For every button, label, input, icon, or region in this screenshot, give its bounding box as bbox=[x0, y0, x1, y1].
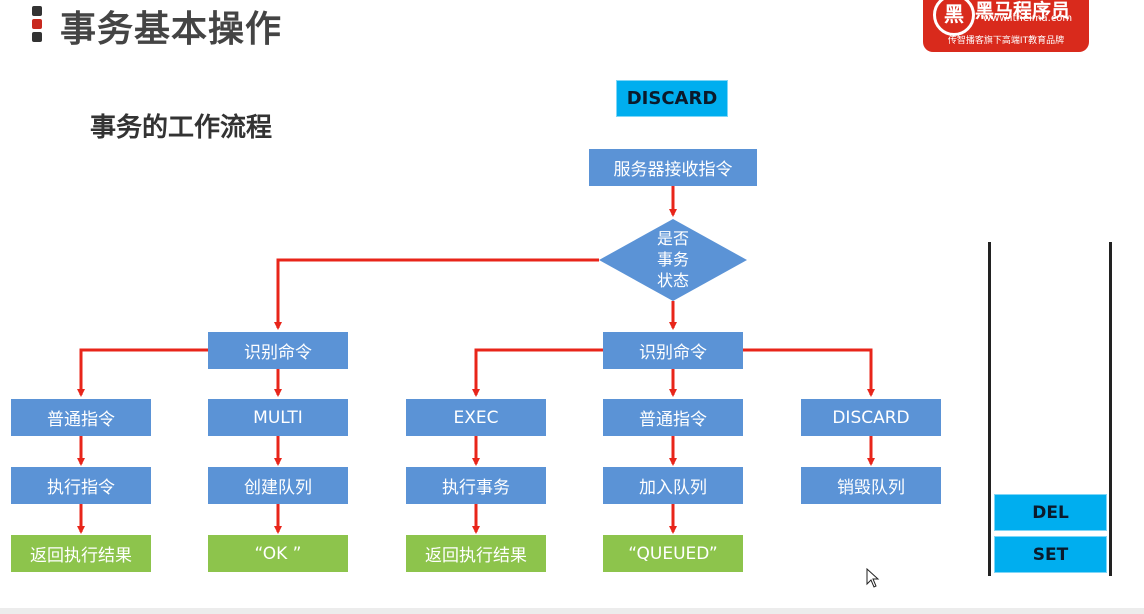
create-queue-node: 创建队列 bbox=[208, 467, 348, 504]
stack-left-wall bbox=[988, 242, 991, 576]
execute-cmd-node: 执行指令 bbox=[11, 467, 151, 504]
brand-logo: 黑 黑马程序员 www.itheima.com 传智播客旗下高端IT教育品牌 bbox=[923, 0, 1089, 52]
logo-tagline: 传智播客旗下高端IT教育品牌 bbox=[947, 36, 1065, 46]
server-receive-node: 服务器接收指令 bbox=[589, 149, 757, 186]
title-bullet-middle bbox=[32, 19, 42, 29]
left-identify-node: 识别命令 bbox=[208, 332, 348, 369]
page-title: 事务基本操作 bbox=[60, 9, 283, 50]
section-subtitle: 事务的工作流程 bbox=[90, 113, 273, 143]
arrow-left-identify-to-normal bbox=[77, 348, 208, 397]
decision-label: 是否 事务 状态 bbox=[628, 228, 718, 291]
arrow-right-identify-to-discard bbox=[743, 348, 875, 397]
arrow-decision-to-left-identify bbox=[274, 258, 599, 330]
arrow-right-identify-to-exec bbox=[472, 348, 603, 397]
exec-cmd-node: EXEC bbox=[406, 399, 546, 436]
decision-line-3: 状态 bbox=[656, 271, 689, 290]
queued-result-node: “QUEUED” bbox=[603, 535, 743, 572]
execute-transaction-node: 执行事务 bbox=[406, 467, 546, 504]
decision-diamond bbox=[599, 219, 747, 301]
slide-bottom-edge bbox=[0, 608, 1144, 614]
decision-line-1: 是否 bbox=[656, 229, 689, 248]
return-result-node-left: 返回执行结果 bbox=[11, 535, 151, 572]
right-normal-cmd-node: 普通指令 bbox=[603, 399, 743, 436]
stack-item-set: SET bbox=[994, 536, 1107, 573]
ok-result-node: “OK ” bbox=[208, 535, 348, 572]
mouse-cursor-icon bbox=[866, 568, 880, 588]
logo-mark: 黑 bbox=[933, 0, 975, 36]
title-bullet-top bbox=[32, 6, 42, 16]
logo-name: 黑马程序员 bbox=[975, 0, 1071, 22]
destroy-queue-node: 销毁队列 bbox=[801, 467, 941, 504]
title-bullet-bottom bbox=[32, 32, 42, 42]
return-result-node-right: 返回执行结果 bbox=[406, 535, 546, 572]
left-normal-cmd-node: 普通指令 bbox=[11, 399, 151, 436]
stack-right-wall bbox=[1109, 242, 1112, 576]
right-identify-node: 识别命令 bbox=[603, 332, 743, 369]
logo-url: www.itheima.com bbox=[983, 13, 1073, 24]
enqueue-node: 加入队列 bbox=[603, 467, 743, 504]
discard-top-label: DISCARD bbox=[616, 80, 728, 117]
decision-line-2: 事务 bbox=[656, 250, 689, 269]
multi-cmd-node: MULTI bbox=[208, 399, 348, 436]
stack-item-del: DEL bbox=[994, 494, 1107, 531]
discard-cmd-node: DISCARD bbox=[801, 399, 941, 436]
